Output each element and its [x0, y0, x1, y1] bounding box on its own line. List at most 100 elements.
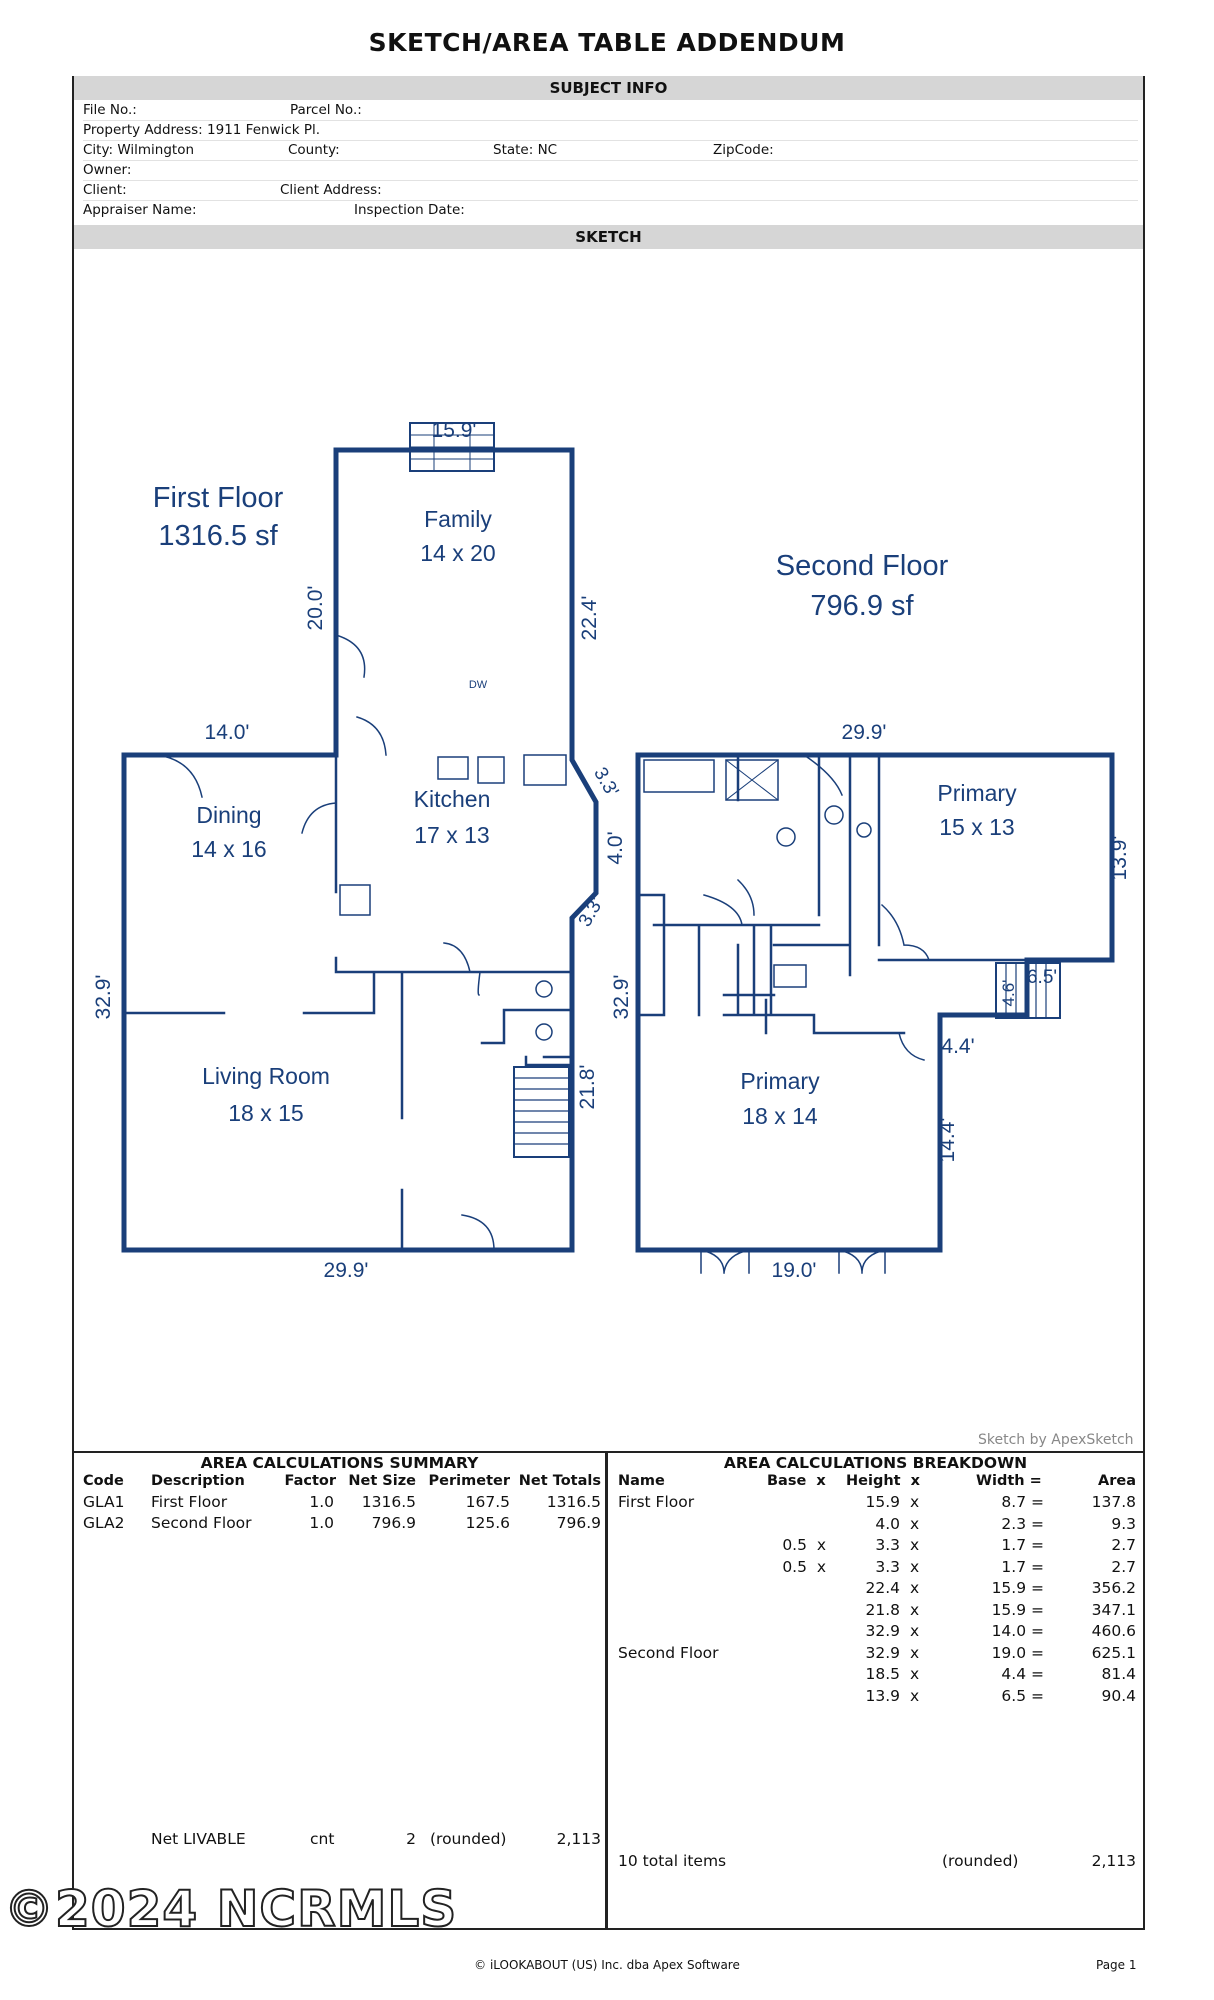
county-field: County: — [288, 142, 340, 158]
breakdown-height-row9: 18.5 — [865, 1665, 900, 1683]
room-living-size: 18 x 15 — [228, 1100, 303, 1126]
second-floor-name: Second Floor — [776, 550, 949, 582]
first-floor-name: First Floor — [153, 482, 284, 514]
breakdown-width-row2: 2.3 = — [1001, 1514, 1044, 1533]
breakdown-area-row1: 137.8 — [1091, 1493, 1136, 1511]
floor-plan-svg: First Floor 1316.5 sf Family 14 x 20 Din… — [92, 419, 1131, 1282]
toilet-first — [535, 1023, 553, 1041]
breakdown-x-row9: x — [910, 1665, 920, 1683]
dishwasher — [477, 756, 505, 784]
breakdown-width-row3: 1.7 = — [1001, 1536, 1044, 1554]
breakdown-height-row4: 3.3 — [875, 1557, 900, 1576]
breakdown-base-row3: 0.5 x — [782, 1536, 826, 1554]
client-field: Client: — [83, 182, 127, 198]
summary-col-code: Code — [83, 1473, 124, 1489]
breakdown-area-row7: 460.6 — [1091, 1622, 1136, 1640]
breakdown-col-base: Base x — [767, 1473, 826, 1489]
footer-copyright: © iLOOKABOUT (US) Inc. dba Apex Software — [474, 1958, 740, 1972]
breakdown-col-height: Height x — [846, 1473, 921, 1489]
net-livable-label: Net LIVABLE — [151, 1830, 246, 1848]
room-family-name: Family — [424, 506, 492, 532]
summary-row2-description: Second Floor — [151, 1514, 252, 1532]
breakdown-x-row2: x — [910, 1514, 920, 1533]
dishwasher-label: DW — [469, 679, 488, 691]
breakdown-height-row10: 13.9 — [865, 1686, 900, 1705]
dim-first-right: 21.8' — [576, 1065, 599, 1110]
state-field: State: NC — [493, 142, 558, 158]
breakdown-col-area: Area — [1098, 1473, 1136, 1489]
fridge — [523, 754, 567, 786]
summary-row1-code: GLA1 — [83, 1493, 125, 1511]
breakdown-height-row3: 3.3 — [875, 1536, 900, 1554]
summary-col-net-size: Net Size — [348, 1473, 416, 1489]
second-floor-area: 796.9 sf — [810, 590, 914, 622]
first-floor-interior-walls — [122, 448, 574, 1252]
breakdown-total-value: 2,113 — [1091, 1852, 1136, 1870]
appraiser-field: Appraiser Name: — [83, 202, 197, 218]
breakdown-x-row3: x — [910, 1536, 920, 1554]
owner-field: Owner: — [83, 162, 132, 178]
room-living-name: Living Room — [202, 1063, 330, 1089]
summary-row1-factor: 1.0 — [309, 1493, 334, 1511]
kitchen-sink — [437, 756, 469, 780]
breakdown-area-row6: 347.1 — [1091, 1600, 1136, 1619]
breakdown-x-row10: x — [910, 1686, 920, 1705]
dim-second-bottom: 19.0' — [772, 1259, 817, 1282]
breakdown-height-row2: 4.0 — [875, 1514, 900, 1533]
summary-row2-code: GLA2 — [83, 1514, 125, 1532]
breakdown-height-row5: 22.4 — [865, 1579, 900, 1597]
breakdown-name-row8: Second Floor — [618, 1643, 719, 1662]
breakdown-area-row10: 90.4 — [1101, 1686, 1136, 1705]
breakdown-x-row1: x — [910, 1493, 920, 1511]
inspection-date-field: Inspection Date: — [354, 202, 465, 218]
page-title: SKETCH/AREA TABLE ADDENDUM — [368, 28, 846, 57]
breakdown-height-row6: 21.8 — [865, 1600, 900, 1619]
room-dining-size: 14 x 16 — [191, 836, 266, 862]
dim-second-top: 29.9' — [842, 721, 887, 744]
room-kitchen-size: 17 x 13 — [414, 822, 489, 848]
breakdown-x-row6: x — [910, 1600, 920, 1619]
subject-info-header: SUBJECT INFO — [74, 76, 1143, 100]
breakdown-area-row4: 2.7 — [1111, 1557, 1136, 1576]
breakdown-col-width: Width = — [976, 1473, 1042, 1489]
dim-first-bottom: 29.9' — [324, 1259, 369, 1282]
stairs-second — [995, 962, 1061, 1019]
room-dining-name: Dining — [196, 802, 261, 828]
info-row-address: Property Address: 1911 Fenwick Pl. — [83, 121, 1138, 141]
breakdown-area-row2: 9.3 — [1111, 1514, 1136, 1533]
second-floor-outline — [635, 752, 1115, 1253]
first-floor-area: 1316.5 sf — [158, 520, 278, 552]
toilet-second-a — [776, 827, 796, 847]
room-primary-lower-size: 18 x 14 — [742, 1103, 818, 1129]
breakdown-width-row1: 8.7 = — [1001, 1493, 1044, 1511]
tables-divider — [605, 1451, 608, 1930]
summary-header: AREA CALCULATIONS SUMMARY — [200, 1454, 479, 1472]
dim-family-top: 15.9' — [432, 419, 477, 442]
breakdown-base-row4: 0.5 x — [782, 1557, 826, 1576]
breakdown-width-row4: 1.7 = — [1001, 1557, 1044, 1576]
summary-row1-description: First Floor — [151, 1493, 228, 1511]
dim-second-left: 32.9' — [610, 975, 633, 1020]
range — [339, 884, 371, 916]
door-swings-second — [703, 753, 930, 1061]
dim-second-lower-right: 14.4' — [936, 1118, 959, 1163]
breakdown-area-row8: 625.1 — [1091, 1643, 1136, 1662]
breakdown-width-row9: 4.4 = — [1001, 1665, 1044, 1683]
dim-family-right: 22.4' — [578, 596, 601, 641]
room-primary-upper-name: Primary — [937, 780, 1017, 806]
net-livable-cnt: cnt — [310, 1830, 335, 1848]
bathtub — [643, 759, 715, 793]
breakdown-x-row5: x — [910, 1579, 920, 1597]
door-swings-first — [156, 634, 495, 1251]
room-primary-lower-name: Primary — [740, 1068, 820, 1094]
property-address-field: Property Address: 1911 Fenwick Pl. — [83, 122, 321, 138]
breakdown-height-row7: 32.9 — [865, 1622, 900, 1640]
mls-watermark: ©2024 NCRMLS — [3, 1879, 458, 1939]
dim-stair-width: 6.5' — [1027, 967, 1057, 988]
summary-row2-perimeter: 125.6 — [465, 1514, 510, 1532]
room-primary-upper-size: 15 x 13 — [939, 814, 1014, 840]
net-livable-rounded: (rounded) — [430, 1830, 507, 1848]
breakdown-width-row7: 14.0 = — [991, 1622, 1044, 1640]
info-row-appraiser: Appraiser Name: Inspection Date: — [83, 201, 1138, 220]
file-no-field: File No.: — [83, 102, 137, 118]
